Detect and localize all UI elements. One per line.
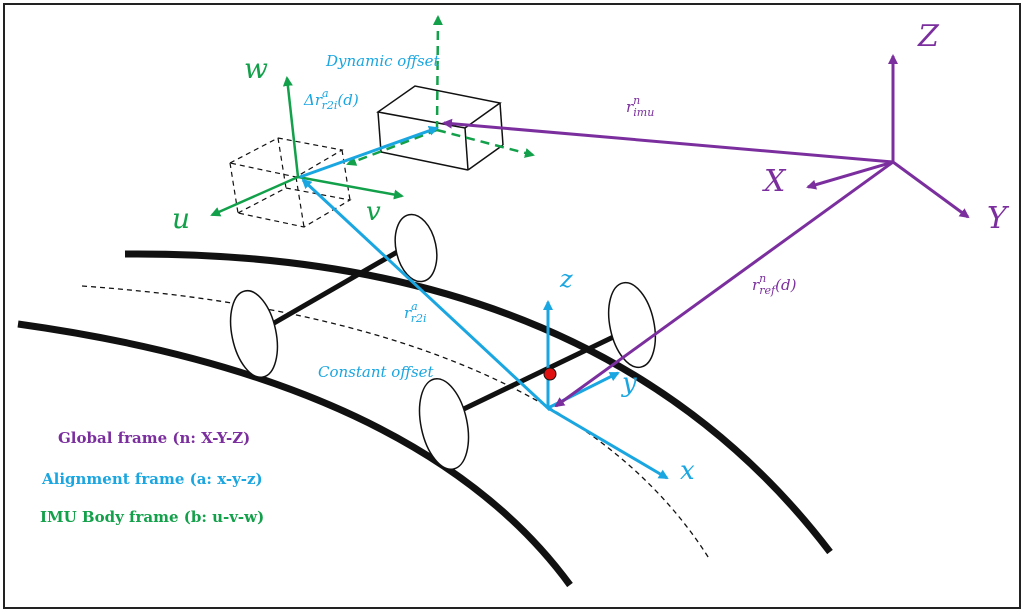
wheel-front-right bbox=[607, 281, 657, 369]
legend-imu-frame: IMU Body frame (b: u-v-w) bbox=[40, 508, 264, 526]
road-outer-edge bbox=[124, 250, 833, 555]
alignment-x-axis bbox=[547, 406, 669, 480]
wheel-rear-right bbox=[394, 213, 438, 283]
wheel-rear-left bbox=[229, 289, 279, 379]
alignment-y-label: y bbox=[621, 368, 637, 398]
r-ref-vector bbox=[554, 160, 894, 408]
reference-point bbox=[543, 367, 557, 381]
r-imu-vector bbox=[442, 118, 894, 164]
global-X-label: X bbox=[762, 164, 787, 199]
imu-v-axis bbox=[297, 175, 404, 200]
alignment-x-label: x bbox=[680, 456, 695, 486]
imu-w-label: w bbox=[244, 52, 268, 85]
diagram-border bbox=[3, 3, 1021, 609]
global-X-axis bbox=[806, 160, 894, 190]
dynamic-offset-vector bbox=[299, 125, 439, 179]
legend-global-frame: Global frame (n: X-Y-Z) bbox=[58, 429, 250, 447]
imu-v-label: v bbox=[366, 197, 381, 227]
imu-u-axis bbox=[210, 175, 299, 217]
rear-axle bbox=[253, 237, 420, 337]
imu-frame-dynamic bbox=[346, 15, 535, 166]
global-Y-label: Y bbox=[987, 201, 1010, 236]
alignment-z-label: z bbox=[559, 265, 573, 293]
road-inner-edge bbox=[17, 320, 573, 588]
global-frame bbox=[442, 54, 970, 408]
road-centerline bbox=[81, 285, 711, 561]
imu-w-axis bbox=[282, 76, 300, 178]
front-axle bbox=[443, 325, 634, 421]
constant-offset-label: Constant offset bbox=[318, 363, 435, 381]
global-Z-label: Z bbox=[917, 19, 940, 54]
dynamic-offset-label: Dynamic offset bbox=[325, 52, 441, 70]
wheel-front-left bbox=[418, 378, 470, 470]
imu-u-label: u bbox=[172, 202, 190, 235]
constant-offset-vector bbox=[301, 178, 552, 412]
imu-frame-initial bbox=[210, 76, 404, 217]
imu-box-dashed bbox=[228, 137, 352, 228]
legend-alignment-frame: Alignment frame (a: x-y-z) bbox=[41, 470, 263, 488]
global-Y-axis bbox=[892, 160, 970, 219]
